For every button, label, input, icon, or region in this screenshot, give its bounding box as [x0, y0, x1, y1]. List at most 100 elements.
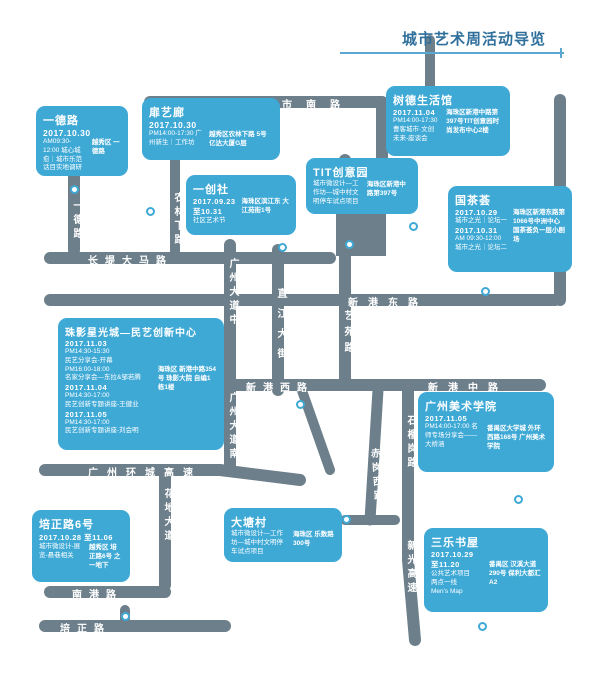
road-label-shigang: 石榴岗路	[405, 415, 416, 471]
venue-location: 越秀区 一德路	[91, 139, 120, 156]
venue-event: 民艺分享会-开幕	[65, 356, 113, 364]
venue-pin-feiyi[interactable]	[146, 207, 155, 216]
venue-date: 2017.11.04	[65, 383, 108, 393]
venue-event: 城市微设计-展览-悬巷相关	[39, 543, 81, 559]
venue-date: 2017.11.03	[65, 339, 108, 348]
venue-name: 一德路	[43, 115, 79, 127]
venue-yichuang[interactable]: 一创社 2017.09.23 至10.31 社区艺术节 海珠区滨江东 大江苑街1…	[186, 175, 296, 235]
venue-event: Men's Map	[431, 587, 463, 595]
road-label-xingang-middle: 新港中路	[428, 383, 508, 394]
venue-event: PM14:30-17:00	[65, 392, 110, 400]
venue-datang[interactable]: 大塘村 城市微设计—工作坊—城中村文明停车试点项目 海珠区 乐数路300号	[224, 508, 342, 562]
venue-date: 2017.10.30	[149, 120, 197, 130]
venue-pin-zhuying[interactable]	[296, 400, 305, 409]
venue-date: 2017.11.05	[65, 409, 108, 419]
venue-name: 三乐书屋	[431, 537, 479, 549]
tit-block	[336, 206, 386, 256]
venue-event: PM14:00-17:30 广州新生｜工作坊	[149, 130, 202, 146]
venue-event: 城市之光｜论坛一	[455, 217, 507, 224]
venue-event: 民艺创新专题讲座-王健业	[65, 400, 139, 408]
page-title: 城市艺术周活动导览	[402, 31, 547, 48]
venue-pin-datang[interactable]	[342, 515, 351, 524]
venue-pin-peizheng[interactable]	[121, 612, 130, 621]
road-label-zhijiang: 直江大街	[275, 288, 286, 368]
road-label-guangzhou-north: 广州大道中	[227, 258, 238, 328]
venue-name: 大塘村	[231, 517, 267, 529]
venue-event: 民艺创新专题讲座-刘会明	[65, 427, 139, 435]
road-label-changdi: 长堤大马路	[88, 256, 173, 267]
venue-name: 广州美术学院	[425, 401, 497, 413]
venue-date: 2017.11.05	[425, 414, 468, 423]
venue-location: 越秀区农林下路 5号亿达大厦G层	[209, 131, 267, 148]
venue-zhuying[interactable]: 珠影星光城—民艺创新中心 2017.11.03 PM14:30-15:30 民艺…	[58, 318, 224, 450]
venue-date: 2017.11.04	[393, 108, 436, 117]
venue-location: 越秀区 培正路6号 之一地下	[89, 544, 121, 570]
venue-location: 海珠区新港中路第397号	[366, 181, 406, 198]
venue-name: 国茶荟	[455, 195, 491, 207]
venue-date: 2017.10.31	[455, 225, 498, 235]
road-label-yiyuan: 艺苑路	[342, 310, 353, 358]
road-label-nangang: 南港路	[72, 590, 123, 601]
venue-location: 番禺区大学城 外环西路168号 广州美术学院	[487, 425, 546, 451]
venue-event: PM14:00-17:30 曹客城市·文创未来-座谈会	[393, 117, 438, 142]
venue-event: 社区艺术节	[193, 217, 226, 224]
road-huancheng	[39, 464, 306, 486]
venue-name: 一创社	[193, 184, 229, 196]
venue-meiyuan[interactable]: 广州美术学院 2017.11.05 PM14:00-17:00 名师专场分享会—…	[418, 392, 554, 472]
road-xinguang	[402, 509, 421, 646]
venue-guochahui[interactable]: 国茶荟 2017.10.29 城市之光｜论坛一 2017.10.31 AM 09…	[448, 186, 572, 272]
venue-shude[interactable]: 树德生活馆 2017.11.04 PM14:00-17:30 曹客城市·文创未来…	[386, 86, 510, 156]
venue-location: 海珠区 乐数路300号	[293, 531, 334, 548]
venue-name: 珠影星光城—民艺创新中心	[65, 328, 197, 339]
venue-location: 海珠区 新港中路354号 珠影大院 自编1栋1楼	[157, 366, 216, 392]
venue-name: TIT创意园	[313, 167, 369, 179]
title-rule	[340, 52, 564, 54]
venue-pin-shude[interactable]	[409, 222, 418, 231]
road-label-nonglin: 农林下路	[172, 192, 183, 248]
venue-name: 扉艺廊	[149, 107, 185, 119]
venue-location: 海珠区新港中路第397号TIT创意园时尚发布中心2楼	[446, 109, 500, 135]
road-label-guangzhou-south: 广州大道南	[227, 392, 238, 462]
road-label-huanshi-south: 环市南路	[258, 100, 354, 111]
venue-yide[interactable]: 一德路 2017.10.30 AM09:30-12:00 城心城愈｜城市乐范话目…	[36, 106, 128, 176]
title-tick	[560, 48, 562, 58]
venue-pin-yide[interactable]	[70, 185, 79, 194]
venue-pin-meiyuan[interactable]	[514, 495, 523, 504]
venue-date: 2017.10.29	[455, 208, 498, 217]
venue-tit[interactable]: TIT创意园 城市微设计—工作坊—城中村文明停车试点项目 海珠区新港中路第397…	[306, 158, 418, 214]
venue-event: 公共艺术项目	[431, 570, 470, 577]
venue-date: 2017.10.29 至11.20	[431, 550, 474, 569]
venue-pin-sanle[interactable]	[478, 622, 487, 631]
road-chigang	[364, 384, 384, 526]
venue-location: 番禺区 汉溪大道290号 保利大都汇A2	[489, 561, 541, 587]
venue-event: 城市微设计—工作坊—城中村文明停车试点项目	[313, 180, 359, 205]
road-label-peizheng: 培正路	[60, 624, 111, 635]
venue-pin-tit[interactable]	[345, 240, 354, 249]
venue-date: 2017.10.30	[43, 128, 91, 138]
venue-event: 城市微设计—工作坊—城中村文明停车试点项目	[231, 530, 283, 555]
venue-sanle[interactable]: 三乐书屋 2017.10.29 至11.20 公共艺术项目 两点一线 Men's…	[424, 528, 548, 612]
venue-date: 2017.10.28 至11.06	[39, 533, 113, 542]
road-label-huadi: 花地大道	[162, 488, 173, 544]
venue-pin-guochahui[interactable]	[481, 287, 490, 296]
venue-event: PM14:30-17:00	[65, 418, 110, 426]
road-label-xinguang: 新光高速	[405, 540, 416, 596]
venue-feiyi[interactable]: 扉艺廊 2017.10.30 PM14:00-17:30 广州新生｜工作坊 越秀…	[142, 98, 280, 160]
venue-pin-yichuang[interactable]	[278, 243, 287, 252]
venue-event: AM09:30-12:00 城心城愈｜城市乐范话目实地调研	[43, 138, 82, 172]
venue-event: 两点一线	[431, 578, 457, 586]
venue-location: 海珠区新港东路第1066号中洲中心国茶荟负一层小剧场	[513, 209, 565, 244]
venue-event: 名家分享会—东拉&邹若腾	[65, 374, 141, 382]
road-label-huancheng: 广州环城高速	[88, 468, 202, 479]
venue-peizheng[interactable]: 培正路6号 2017.10.28 至11.06 城市微设计-展览-悬巷相关 越秀…	[32, 510, 130, 582]
venue-event: PM16:00-18:00	[65, 365, 110, 373]
venue-date: 2017.09.23 至10.31	[193, 197, 236, 216]
venue-location: 海珠区滨江东 大江苑街1号	[241, 198, 289, 215]
venue-event: PM14:30-15:30	[65, 348, 110, 355]
road-label-xingang-west: 新港西路	[246, 383, 314, 394]
venue-name: 树德生活馆	[393, 95, 453, 107]
venue-event: AM 09:30-12:00 城市之光｜论坛二	[455, 234, 507, 251]
venue-event: PM14:00-17:00 名师专场分享会——大桥涵	[425, 423, 478, 448]
road-label-yide: 一德路	[71, 200, 82, 242]
